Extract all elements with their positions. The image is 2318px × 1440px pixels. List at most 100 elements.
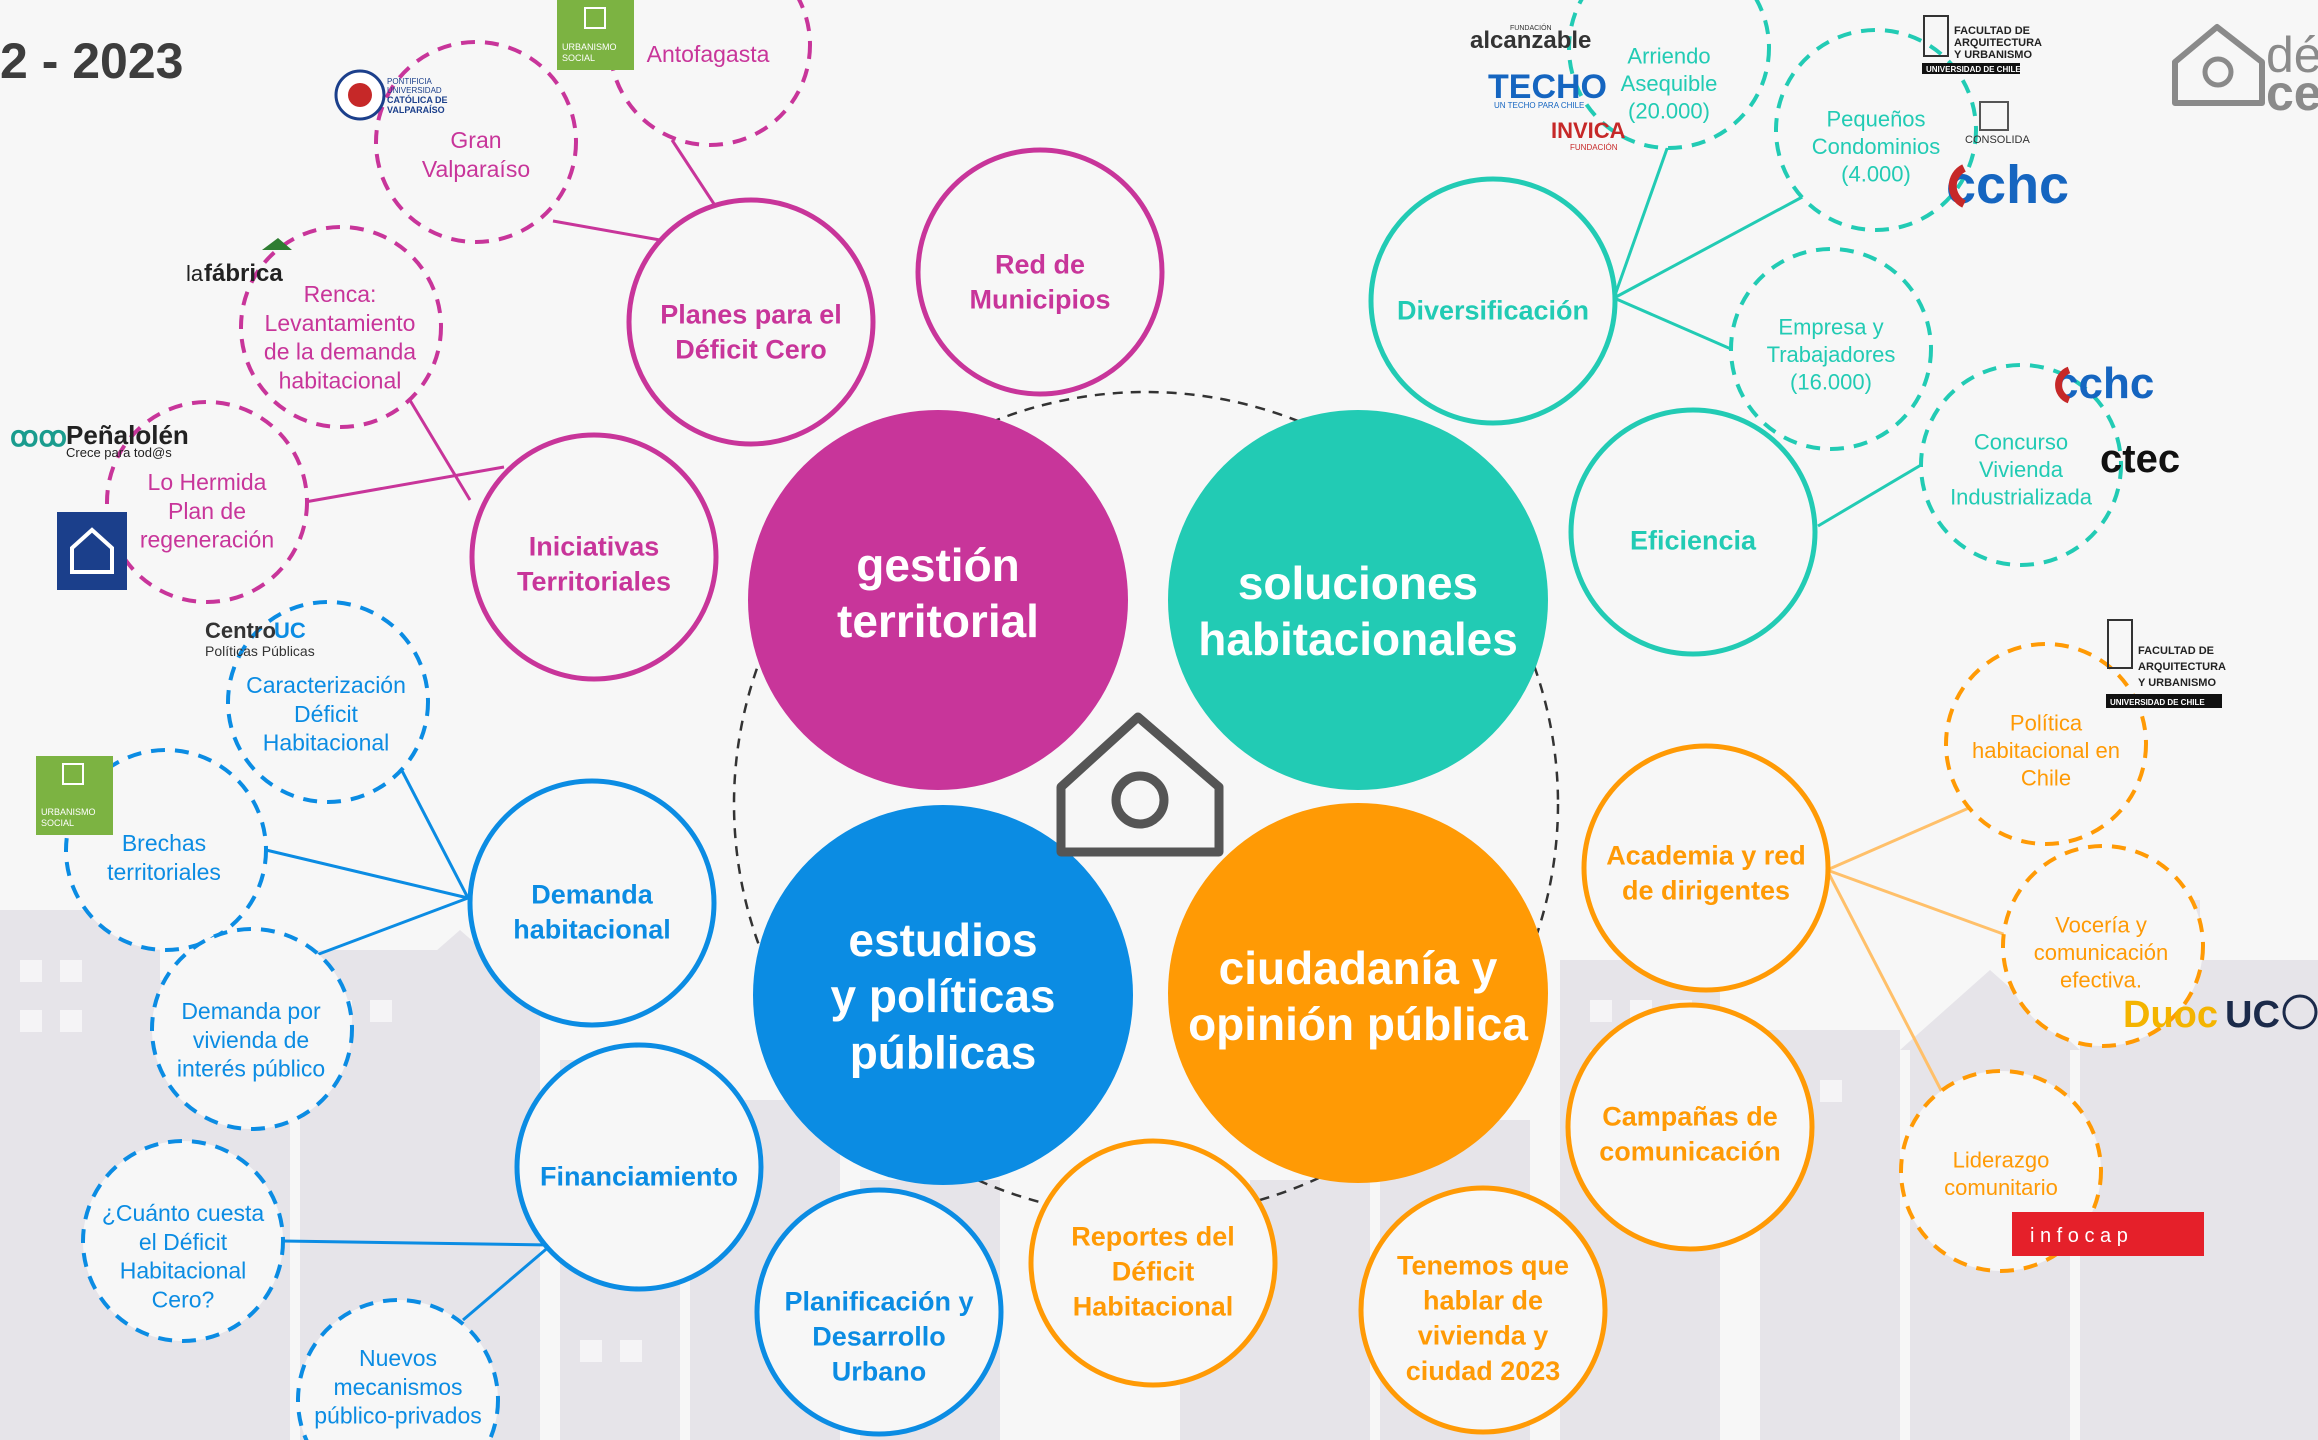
node-red-municipios[interactable] <box>915 147 1165 397</box>
svg-text:INVICA: INVICA <box>1551 118 1626 143</box>
label-lo-hermida-line-1: Lo Hermida <box>148 469 267 495</box>
label-planificacion-line-1: Planificación y <box>784 1286 973 1316</box>
label-liderazgo-line-2: comunitario <box>1944 1175 2058 1200</box>
svg-text:FACULTAD DE: FACULTAD DE <box>2138 645 2214 657</box>
node-renca[interactable] <box>239 225 443 429</box>
label-iniciativas-line-2: Territoriales <box>517 567 671 597</box>
label-arriendo-line-1: Arriendo <box>1627 44 1710 69</box>
node-reportes[interactable] <box>1028 1138 1278 1388</box>
connectors-magenta <box>304 139 718 504</box>
label-cuanto-line-3: Habitacional <box>120 1258 247 1284</box>
node-politica[interactable] <box>1944 642 2148 846</box>
node-brechas[interactable] <box>64 748 268 952</box>
invica-logo: INVICA FUNDACIÓN <box>1551 118 1626 152</box>
lafabrica-logo: la fábrica <box>186 238 292 287</box>
label-cuanto-line-4: Cero? <box>152 1286 215 1312</box>
label-caracterizacion-line-2: Déficit <box>294 701 359 727</box>
node-diversificacion[interactable] <box>1368 176 1618 426</box>
node-academia[interactable] <box>1581 743 1831 993</box>
node-arriendo[interactable] <box>1567 0 1771 150</box>
label-concurso-line-3: Industrializada <box>1950 485 2093 510</box>
label-empresa-line-1: Empresa y <box>1778 315 1883 340</box>
label-politica-line-1: Política <box>2010 711 2083 736</box>
svg-text:fábrica: fábrica <box>204 260 283 287</box>
node-planes[interactable] <box>626 197 876 447</box>
svg-text:SOCIAL: SOCIAL <box>562 53 595 63</box>
label-gestion-line-2: territorial <box>837 595 1039 647</box>
label-gran-valparaiso-line-1: Gran <box>450 127 501 153</box>
node-financiamiento[interactable] <box>514 1042 764 1292</box>
node-concurso[interactable] <box>1919 363 2123 567</box>
node-pequenos[interactable] <box>1774 28 1978 232</box>
label-renca-line-4: habitacional <box>279 367 402 393</box>
label-planes-line-1: Planes para el <box>660 299 842 329</box>
label-tenemos-line-1: Tenemos que <box>1397 1250 1569 1280</box>
node-caracterizacion[interactable] <box>226 600 430 804</box>
node-demanda[interactable] <box>467 778 717 1028</box>
svg-text:Duoc: Duoc <box>2123 994 2218 1036</box>
label-voceria-line-1: Vocería y <box>2055 913 2147 938</box>
ucv-logo: PONTIFICIA UNIVERSIDAD CATÓLICA DE VALPA… <box>334 69 448 121</box>
node-iniciativas[interactable] <box>469 432 719 682</box>
alcanzable-logo: FUNDACIÓN alcanzable <box>1470 23 1591 54</box>
label-eficiencia-line-1: Eficiencia <box>1630 525 1757 555</box>
node-lo-hermida[interactable] <box>105 400 309 604</box>
svg-text:Crece para tod@s: Crece para tod@s <box>66 445 172 460</box>
label-antofagasta-line-1: Antofagasta <box>647 41 770 67</box>
node-demanda-por[interactable] <box>150 927 354 1131</box>
label-pequenos-line-1: Pequeños <box>1826 107 1925 132</box>
label-planes-line-2: Déficit Cero <box>675 335 827 365</box>
node-planificacion[interactable] <box>754 1187 1004 1437</box>
label-gestion-line-1: gestión <box>856 539 1020 591</box>
node-voceria[interactable] <box>2001 844 2205 1048</box>
svg-text:Políticas Públicas: Políticas Públicas <box>205 643 315 659</box>
svg-text:cchc: cchc <box>2054 359 2154 408</box>
node-cuanto[interactable] <box>81 1139 285 1343</box>
urbanismo-social-logo-top: URBANISMO SOCIAL <box>557 0 634 70</box>
label-nuevos-line-1: Nuevos <box>359 1345 437 1371</box>
hub-soluciones[interactable] <box>1168 410 1548 790</box>
connectors-orange <box>1825 802 2007 1095</box>
label-tenemos-line-2: hablar de <box>1423 1286 1543 1316</box>
svg-text:UC: UC <box>2225 994 2280 1036</box>
svg-text:UNIVERSIDAD DE CHILE: UNIVERSIDAD DE CHILE <box>1926 65 2021 74</box>
node-nuevos[interactable] <box>296 1298 500 1440</box>
label-brechas-line-2: territoriales <box>107 859 221 885</box>
node-campanas[interactable] <box>1565 1002 1815 1252</box>
label-arriendo-line-3: (20.000) <box>1628 99 1710 124</box>
label-estudios-line-2: y políticas <box>831 970 1056 1022</box>
node-tenemos[interactable] <box>1358 1185 1608 1435</box>
hub-estudios[interactable] <box>753 805 1133 1185</box>
label-academia-line-2: de dirigentes <box>1622 876 1790 906</box>
svg-text:SOCIAL: SOCIAL <box>41 818 74 828</box>
labels: gestiónterritorialsolucioneshabitacional… <box>102 41 2168 1429</box>
label-demanda-line-1: Demanda <box>531 879 654 909</box>
year-range: 2 - 2023 <box>0 33 183 89</box>
svg-text:cchc: cchc <box>1946 155 2069 215</box>
svg-text:alcanzable: alcanzable <box>1470 27 1591 54</box>
node-eficiencia[interactable] <box>1568 407 1818 657</box>
label-tenemos-line-3: vivienda y <box>1418 1321 1549 1351</box>
label-red-municipios-line-2: Municipios <box>970 285 1111 315</box>
label-demanda-por-line-2: vivienda de <box>193 1027 309 1053</box>
label-financiamiento-line-1: Financiamiento <box>540 1161 738 1191</box>
node-empresa[interactable] <box>1729 247 1933 451</box>
label-soluciones-line-2: habitacionales <box>1198 613 1518 665</box>
node-antofagasta[interactable] <box>608 0 812 147</box>
label-nuevos-line-3: público-privados <box>314 1403 481 1429</box>
cchc-logo-right: cchc <box>2054 359 2154 408</box>
label-demanda-line-2: habitacional <box>513 915 671 945</box>
hub-gestion[interactable] <box>748 410 1128 790</box>
label-caracterizacion-line-1: Caracterización <box>246 672 406 698</box>
hubs <box>748 410 1548 1185</box>
svg-text:FUNDACIÓN: FUNDACIÓN <box>1510 23 1552 32</box>
svg-text:Y URBANISMO: Y URBANISMO <box>1954 49 2032 61</box>
corner-brand-text-1: dé <box>2266 27 2318 83</box>
label-pequenos-line-3: (4.000) <box>1841 162 1911 187</box>
node-gran-valparaiso[interactable] <box>374 40 578 244</box>
label-lo-hermida-line-2: Plan de <box>168 498 246 524</box>
connectors-teal <box>1612 142 1922 528</box>
hub-ciudadania[interactable] <box>1168 803 1548 1183</box>
techo-logo: TECHO UN TECHO PARA CHILE <box>1488 68 1607 110</box>
